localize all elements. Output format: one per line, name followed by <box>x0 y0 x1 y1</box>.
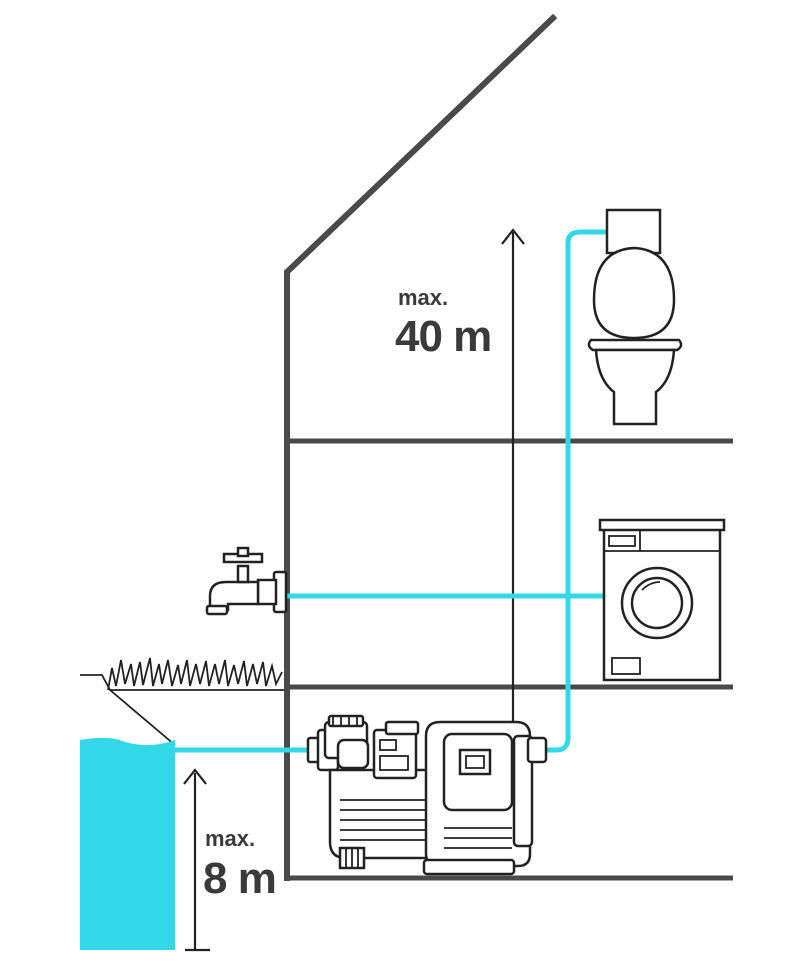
toilet-cistern <box>605 208 662 255</box>
ground-outside <box>80 657 284 746</box>
toilet-lid <box>592 246 676 340</box>
washing-machine-icon <box>598 518 726 682</box>
house-structure <box>284 13 733 881</box>
house-max-value: 40 m <box>395 312 491 361</box>
house-max-prefix: max. <box>398 285 448 310</box>
faucet-icon <box>205 546 288 616</box>
toilet-icon <box>587 208 683 426</box>
ground-edge <box>80 674 284 746</box>
well-max-prefix: max. <box>205 826 255 851</box>
riser-pipe <box>542 229 609 753</box>
water-body <box>80 737 175 950</box>
grass-icon <box>107 657 283 691</box>
toilet-seat <box>587 338 683 352</box>
water-pipes <box>172 229 609 753</box>
water-tank-icon <box>80 737 175 950</box>
toilet-bowl <box>594 348 676 426</box>
depth-arrow <box>183 768 210 952</box>
house-roof-and-wall <box>284 13 558 881</box>
well-max-value: 8 m <box>203 854 276 903</box>
garden-pump-icon <box>306 714 548 876</box>
